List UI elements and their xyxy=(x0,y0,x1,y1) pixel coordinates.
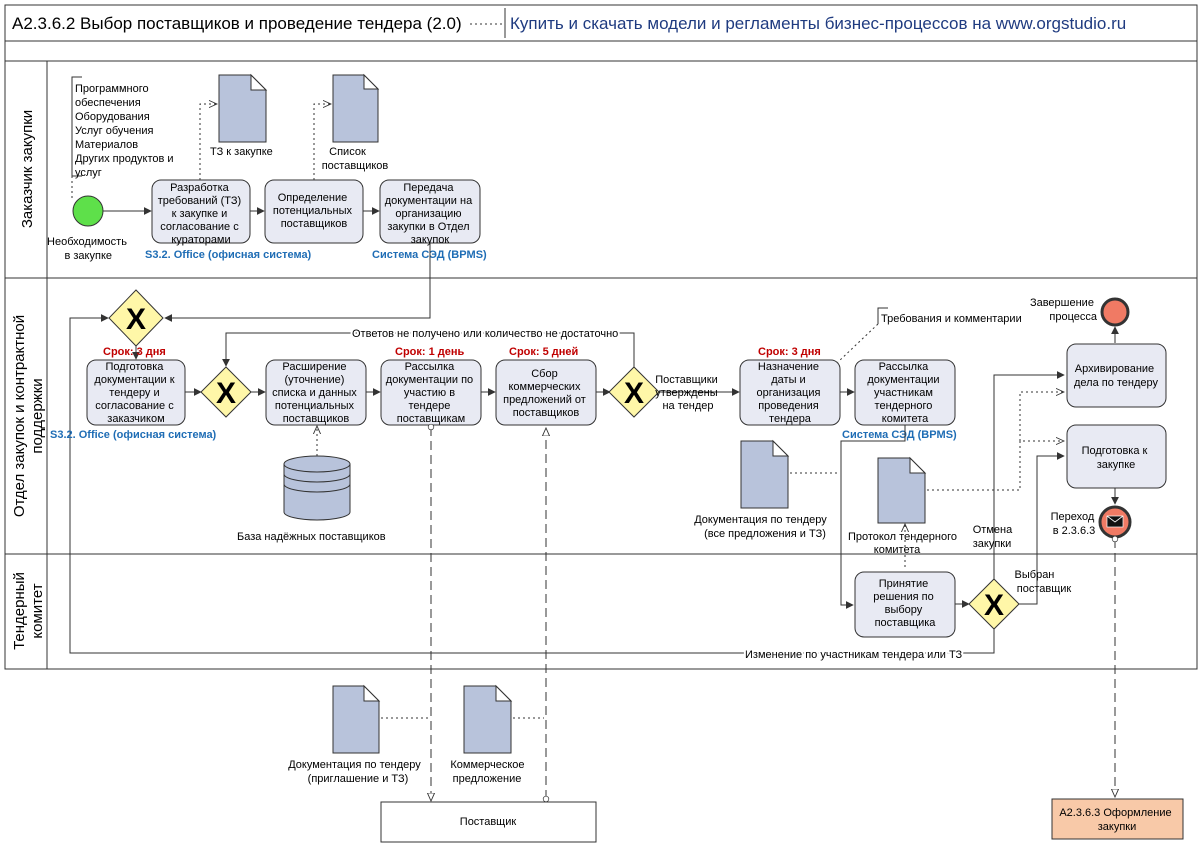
diagram-title: А2.3.6.2 Выбор поставщиков и проведение … xyxy=(12,14,462,33)
task-define-suppliers[interactable]: Определение потенциальных поставщиков xyxy=(264,179,364,244)
doc-commercial-offer[interactable] xyxy=(463,684,513,754)
svg-text:Принятие решения по: Принятие решения по выбору поставщика xyxy=(873,578,937,629)
purchase-link[interactable]: Купить и скачать модели и регламенты биз… xyxy=(510,14,1126,33)
gateway-2[interactable]: X xyxy=(200,366,252,418)
label-change: Изменение по участникам тендера или ТЗ xyxy=(745,649,963,661)
lane-procurement-line2: поддержки xyxy=(29,378,46,453)
doc-protocol-label: Протокол тендерного комитета xyxy=(848,531,960,556)
transition-label: Переход в 2.3.6.3 xyxy=(1051,511,1098,537)
svg-text:Передача документации на: Передача документации на организацию зак… xyxy=(385,182,476,246)
doc-supplier-list-label: Список поставщиков xyxy=(322,146,389,172)
task-send-docs[interactable]: Рассылка документации по участию в тенде… xyxy=(380,359,482,426)
deadline-send: Срок: 1 день xyxy=(395,346,465,358)
doc-supplier-list[interactable] xyxy=(332,73,380,143)
intermediate-message-event[interactable] xyxy=(1098,505,1132,539)
header: А2.3.6.2 Выбор поставщиков и проведение … xyxy=(4,4,1198,62)
svg-text:А2.3.6.3 Оформление заку: А2.3.6.3 Оформление закупки xyxy=(1059,807,1174,833)
label-requirements: Требования и комментарии xyxy=(881,313,1022,325)
doc-protocol[interactable] xyxy=(877,456,927,524)
start-event[interactable] xyxy=(72,195,104,227)
svg-text:X: X xyxy=(216,377,236,410)
label-cancel: Отмена закупки xyxy=(973,524,1016,550)
start-note: Программного обеспечения Оборудования Ус… xyxy=(71,76,177,198)
svg-text:Рассылка документации: Рассылка документации участникам тендерн… xyxy=(867,361,942,425)
task-archive[interactable]: Архивирование дела по тендеру xyxy=(1066,343,1167,408)
label-no-answers: Ответов не получено или количество не до… xyxy=(352,328,618,340)
lane-customer: Заказчик закупки xyxy=(19,110,36,228)
lane-committee-line2: комитет xyxy=(29,583,46,638)
svg-text:Поставщик: Поставщик xyxy=(460,816,517,828)
deadline-collect: Срок: 5 дней xyxy=(509,346,578,358)
start-note-text: Программного обеспечения Оборудования Ус… xyxy=(75,83,177,179)
svg-text:X: X xyxy=(624,377,644,410)
supplier-pool[interactable]: Поставщик xyxy=(380,801,597,843)
doc-tz-label: ТЗ к закупке xyxy=(210,146,273,158)
doc-commercial-offer-label: Коммерческое предложение xyxy=(450,759,527,785)
svg-text:Рассылка документации по: Рассылка документации по участию в тенде… xyxy=(386,361,476,425)
svg-text:Определение потенциальны: Определение потенциальных поставщиков xyxy=(273,192,355,230)
gateway-3[interactable]: X xyxy=(608,366,660,418)
svg-text:Назначение даты и: Назначение даты и организация проведения… xyxy=(757,361,824,425)
deadline-set-date: Срок: 3 дня xyxy=(758,346,821,358)
swimlanes: Заказчик закупки Отдел закупок и контрак… xyxy=(4,60,1198,670)
task-collect-offers[interactable]: Сбор коммерческих предложений от поставщ… xyxy=(495,359,597,426)
svg-text:Сбор коммерческих: Сбор коммерческих предложений от поставщ… xyxy=(503,368,589,419)
lane-committee-line1: Тендерный xyxy=(11,572,28,650)
system-office-mid: S3.2. Office (офисная система) xyxy=(50,429,217,441)
task-expand-list[interactable]: Расширение (уточнение) списка и данных п… xyxy=(265,359,367,426)
task-develop-requirements[interactable]: Разработка требований (ТЗ) к закупке и с… xyxy=(151,179,251,246)
database-label: База надёжных поставщиков xyxy=(237,531,386,543)
lane-procurement-line1: Отдел закупок и контрактной xyxy=(11,315,28,517)
database-reliable-suppliers[interactable] xyxy=(283,455,351,521)
gateway-1[interactable]: X xyxy=(108,289,164,347)
svg-text:Расширение (уточнение): Расширение (уточнение) списка и данных п… xyxy=(272,361,360,425)
task-decision[interactable]: Принятие решения по выбору поставщика xyxy=(854,571,956,638)
doc-tender-all-label: Документация по тендеру (все предложения… xyxy=(694,514,830,540)
end-event[interactable] xyxy=(1100,297,1130,327)
label-chosen: Выбран поставщик xyxy=(1015,569,1072,595)
svg-text:X: X xyxy=(126,303,146,336)
doc-tz[interactable] xyxy=(218,73,268,143)
svg-text:Архивирование дела по те: Архивирование дела по тендеру xyxy=(1074,363,1159,389)
svg-text:Подготовка документации: Подготовка документации к тендеру и согл… xyxy=(94,361,177,425)
task-prepare-docs[interactable]: Подготовка документации к тендеру и согл… xyxy=(86,359,186,426)
doc-tender-invite[interactable] xyxy=(332,684,381,754)
doc-tender-invite-label: Документация по тендеру (приглашение и Т… xyxy=(288,759,424,785)
system-office-top: S3.2. Office (офисная система) xyxy=(145,249,312,261)
svg-text:Разработка требований (Т: Разработка требований (ТЗ) к закупке и с… xyxy=(158,182,244,246)
next-process-link[interactable]: А2.3.6.3 Оформление закупки xyxy=(1051,798,1184,840)
task-send-committee[interactable]: Рассылка документации участникам тендерн… xyxy=(854,359,956,426)
start-event-label: Необходимость в закупке xyxy=(47,236,130,262)
end-event-label: Завершение процесса xyxy=(1030,297,1098,323)
doc-tender-all[interactable] xyxy=(740,439,790,509)
label-approved: Поставщики утверждены на тендер xyxy=(655,374,721,412)
deadline-prepare: Срок: 3 дня xyxy=(103,346,166,358)
system-sed-mid: Система СЭД (BPMS) xyxy=(842,429,957,441)
task-transfer-docs[interactable]: Передача документации на организацию зак… xyxy=(379,179,481,246)
svg-text:X: X xyxy=(984,589,1004,622)
task-set-date[interactable]: Назначение даты и организация проведения… xyxy=(739,359,841,426)
gateway-4[interactable]: X xyxy=(968,578,1020,630)
svg-text:Подготовка к закупке: Подготовка к закупке xyxy=(1082,445,1151,471)
task-prepare-purchase[interactable]: Подготовка к закупке xyxy=(1066,424,1167,489)
